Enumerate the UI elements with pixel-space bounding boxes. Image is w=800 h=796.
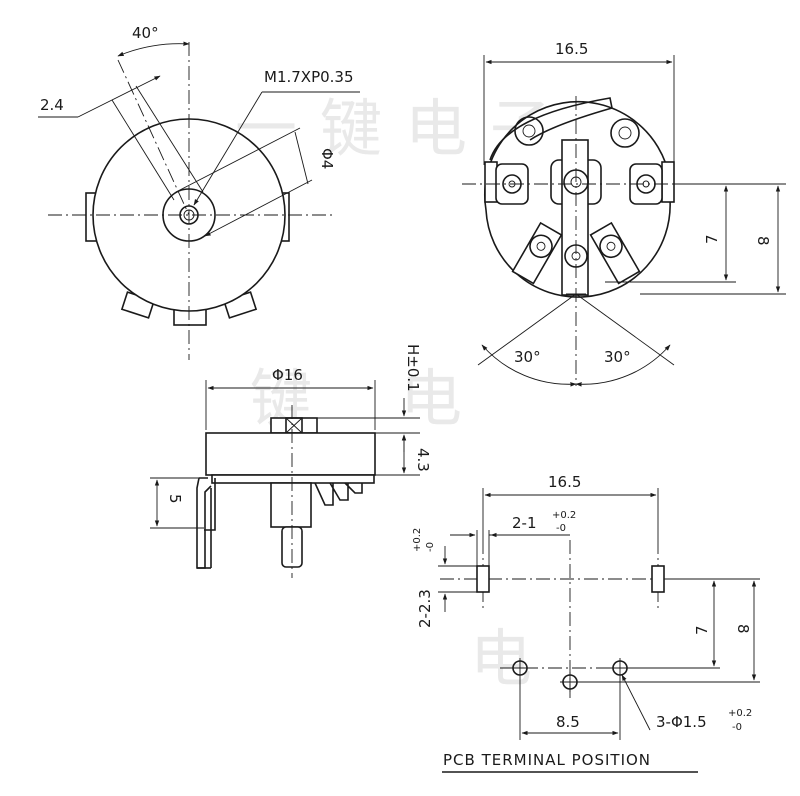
slot-width-tol-top: +0.2 (552, 510, 576, 521)
pcb-height-label: 8 (734, 624, 752, 634)
rivet (514, 116, 544, 146)
hole-tol-top: +0.2 (728, 708, 752, 719)
pcb-width-label: 16.5 (548, 473, 581, 491)
slot-width-label: 2.4 (40, 96, 64, 114)
side-body (205, 432, 376, 476)
watermark-char: 电 (400, 362, 462, 435)
slot-width-tol-bot: -0 (556, 523, 566, 534)
shaft-dia-label: Φ4 (318, 148, 336, 169)
side-tab (661, 161, 675, 203)
watermark-char: 电 (405, 92, 467, 165)
base-plate (211, 474, 375, 484)
slot-width-label: 2-1 (512, 514, 537, 532)
offset-label: 7 (703, 234, 721, 244)
pin-label: 5 (166, 494, 184, 504)
slot-height-tol-top: +0.2 (412, 528, 423, 552)
angle-right-label: 30° (604, 348, 631, 366)
pcb-caption: PCB TERMINAL POSITION (443, 751, 651, 769)
pitch-label: 8.5 (556, 713, 580, 731)
height-tol-label: H±0.1 (404, 344, 422, 392)
front-view: 40° 2.4 M1.7XP0.35 Φ4 (38, 24, 360, 360)
slot-height-tol-bot: -0 (425, 542, 436, 552)
angle-left-label: 30° (514, 348, 541, 366)
angle-label: 40° (132, 24, 159, 42)
slot-height-label: 2-2.3 (416, 589, 434, 628)
thread-label: M1.7XP0.35 (264, 68, 354, 86)
width-label: 16.5 (555, 40, 588, 58)
center-terminal (561, 139, 589, 296)
hole-tol-bot: -0 (732, 722, 742, 733)
pcb-slot (651, 565, 665, 593)
right-terminals (314, 482, 363, 506)
thickness-label: 4.3 (414, 448, 432, 472)
rear-view: 30° 30° 16.5 7 8 (462, 40, 786, 387)
left-terminal (196, 477, 212, 569)
watermark-char: 电 (470, 622, 532, 695)
pcb-offset-label: 7 (693, 625, 711, 635)
hole-label: 3-Φ1.5 (656, 713, 707, 731)
dia-label: Φ16 (272, 366, 303, 384)
watermark-char: 键 (320, 92, 382, 165)
rivet (610, 118, 640, 148)
pcb-view: 16.5 2-1 +0.2 -0 2-2.3 +0.2 -0 7 8 8.5 3… (412, 473, 760, 773)
pcb-slot (476, 565, 490, 593)
shaft-lower (270, 482, 312, 528)
wiper-arm (489, 97, 613, 161)
height-label: 8 (754, 236, 772, 246)
side-view: Φ16 H±0.1 4.3 5 (150, 344, 432, 578)
